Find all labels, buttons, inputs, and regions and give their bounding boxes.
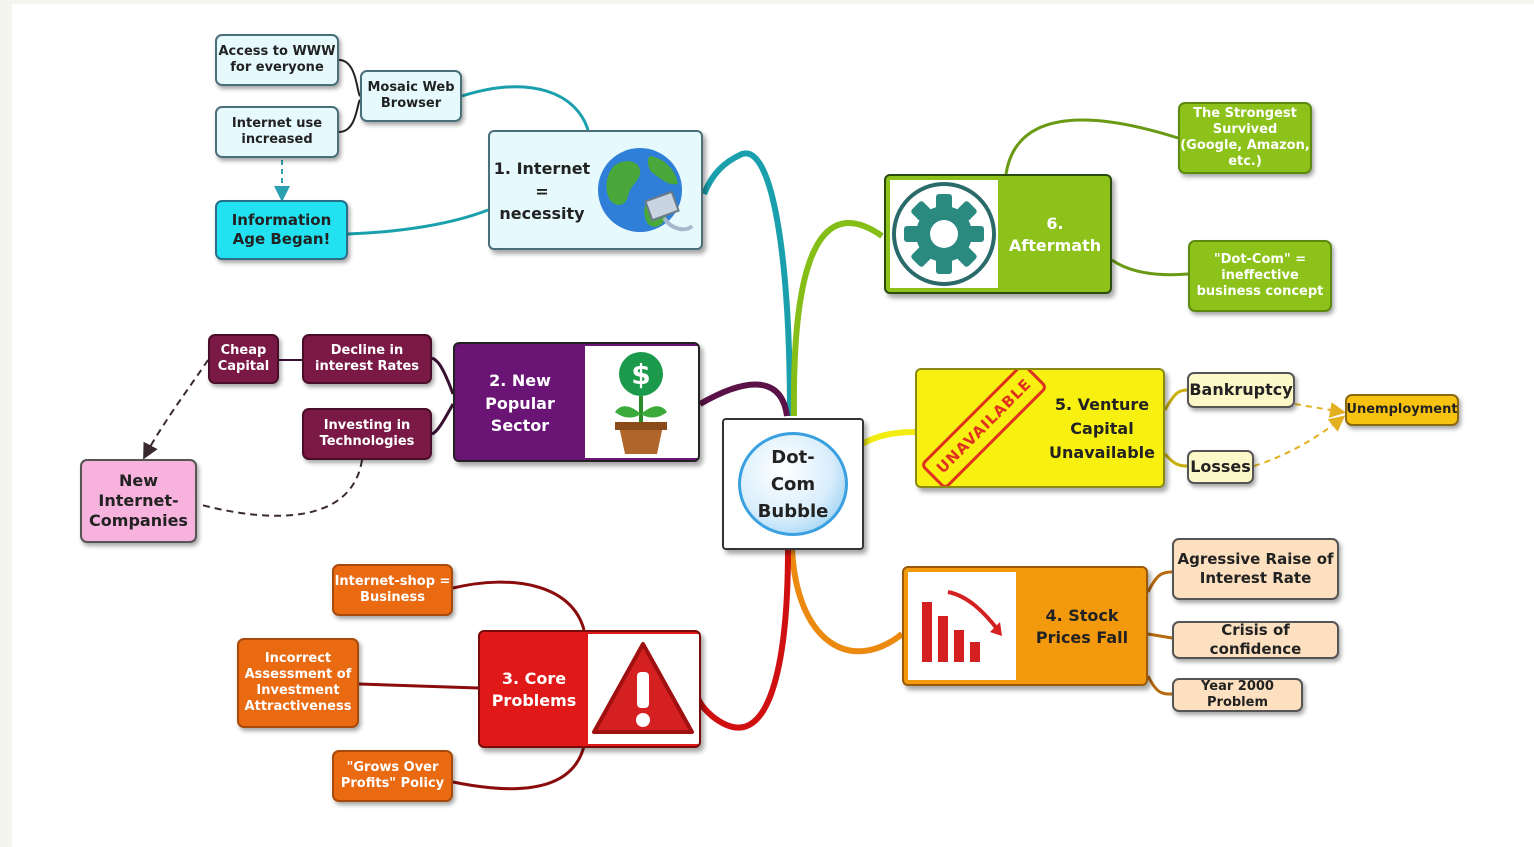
node-bankruptcy[interactable]: Bankruptcy xyxy=(1187,372,1295,408)
link-aftermath xyxy=(790,220,884,417)
branch-stock[interactable]: 4. Stock Prices Fall xyxy=(902,566,1148,686)
node-internet-use[interactable]: Internet use increased xyxy=(215,106,339,158)
branch-internet[interactable]: 1. Internet = necessity xyxy=(488,130,703,250)
node-dotcom-ineffective[interactable]: "Dot-Com" = ineffective business concept xyxy=(1188,240,1332,312)
link-sector xyxy=(698,381,790,417)
node-aggressive-raise[interactable]: Agressive Raise of Interest Rate xyxy=(1172,538,1339,600)
warning-icon xyxy=(592,642,694,734)
branch-venture[interactable]: UNAVAILABLE 5. Venture Capital Unavailab… xyxy=(915,368,1165,488)
globe-icon xyxy=(598,148,694,232)
node-unemployment[interactable]: Unemployment xyxy=(1345,394,1459,426)
node-access-www[interactable]: Access to WWW for everyone xyxy=(215,34,339,86)
branch-sector-title: 2. New Popular Sector xyxy=(485,371,555,436)
center-node[interactable]: Dot-Com Bubble xyxy=(722,418,864,550)
link-venture xyxy=(860,429,918,447)
falling-chart-icon xyxy=(922,590,1002,662)
unavailable-stamp: UNAVAILABLE xyxy=(919,370,1049,486)
node-decline-rates[interactable]: Decline in interest Rates xyxy=(302,334,432,384)
center-label: Dot-Com Bubble xyxy=(757,446,829,522)
branch-venture-title: 5. Venture Capital Unavailable xyxy=(1049,395,1155,462)
link-stock xyxy=(789,548,904,655)
node-investing-tech[interactable]: Investing in Technologies xyxy=(302,408,432,460)
mind-map-canvas: Dot-Com Bubble 1. Internet = necessity A… xyxy=(12,4,1534,847)
branch-aftermath[interactable]: 6. Aftermath xyxy=(884,174,1112,294)
svg-text:$: $ xyxy=(631,358,650,391)
branch-core[interactable]: 3. Core Problems xyxy=(478,630,701,748)
branch-stock-title: 4. Stock Prices Fall xyxy=(1035,605,1129,647)
branch-aftermath-title: 6. Aftermath xyxy=(1008,213,1102,255)
node-strongest-survived[interactable]: The Strongest Survived (Google, Amazon, … xyxy=(1178,102,1312,174)
node-grows-over-profits[interactable]: "Grows Over Profits" Policy xyxy=(332,750,453,802)
node-information-age[interactable]: Information Age Began! xyxy=(215,200,348,260)
node-losses[interactable]: Losses xyxy=(1187,450,1254,484)
branch-sector[interactable]: 2. New Popular Sector $ xyxy=(453,342,700,462)
center-bubble: Dot-Com Bubble xyxy=(738,432,848,536)
link-core xyxy=(695,548,791,731)
node-year-2000[interactable]: Year 2000 Problem xyxy=(1172,678,1303,712)
branch-core-title: 3. Core Problems xyxy=(491,668,577,710)
gear-icon xyxy=(892,182,996,286)
connector-layer xyxy=(143,59,1346,791)
node-mosaic-browser[interactable]: Mosaic Web Browser xyxy=(360,70,462,122)
node-incorrect-assessment[interactable]: Incorrect Assessment of Investment Attra… xyxy=(237,638,359,728)
link-internet xyxy=(701,150,793,417)
node-cheap-capital[interactable]: Cheap Capital xyxy=(208,334,279,384)
node-internet-shop[interactable]: Internet-shop = Business xyxy=(332,564,453,616)
money-plant-icon: $ xyxy=(615,352,667,454)
node-crisis-confidence[interactable]: Crisis of confidence xyxy=(1172,621,1339,659)
node-new-companies[interactable]: New Internet-Companies xyxy=(80,459,197,543)
branch-internet-title: 1. Internet = necessity xyxy=(493,159,591,224)
